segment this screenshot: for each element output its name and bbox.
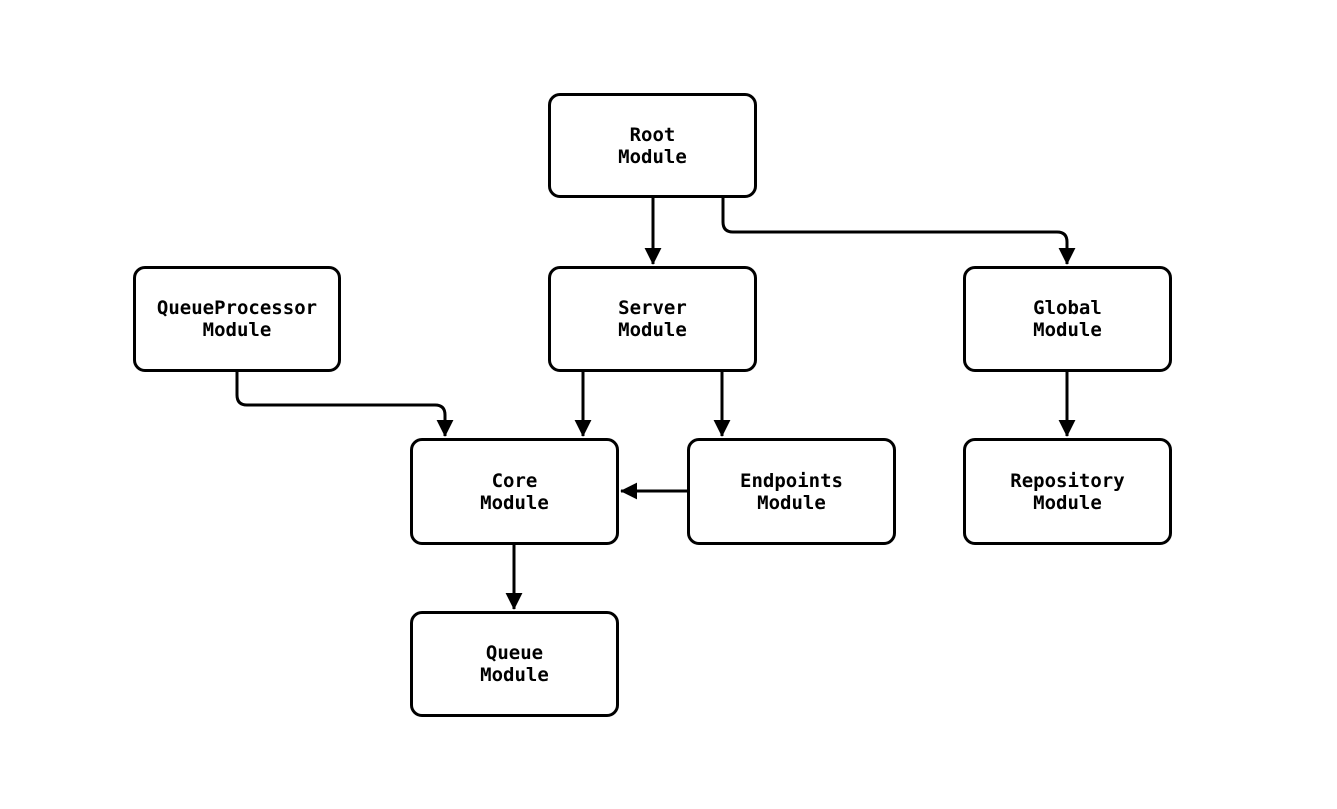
node-core-module: Core Module (410, 438, 619, 545)
edge-queueprocessor-to-core (235, 372, 454, 437)
node-root-module: Root Module (548, 93, 757, 198)
node-server-module: Server Module (548, 266, 757, 372)
node-queueprocessor-module: QueueProcessor Module (133, 266, 341, 372)
node-repository-module: Repository Module (963, 438, 1172, 545)
edge-root-to-global (721, 198, 1076, 265)
node-global-module-label: Global Module (1033, 297, 1102, 341)
node-endpoints-module: Endpoints Module (687, 438, 896, 545)
node-global-module: Global Module (963, 266, 1172, 372)
node-root-module-label: Root Module (618, 123, 687, 168)
node-endpoints-module-label: Endpoints Module (740, 469, 843, 514)
node-queueprocessor-module-label: QueueProcessor Module (156, 297, 318, 341)
node-repository-module-label: Repository Module (1010, 469, 1125, 514)
node-server-module-label: Server Module (618, 297, 687, 341)
node-queue-module: Queue Module (410, 611, 619, 717)
node-queue-module-label: Queue Module (480, 642, 549, 686)
node-core-module-label: Core Module (480, 469, 549, 514)
